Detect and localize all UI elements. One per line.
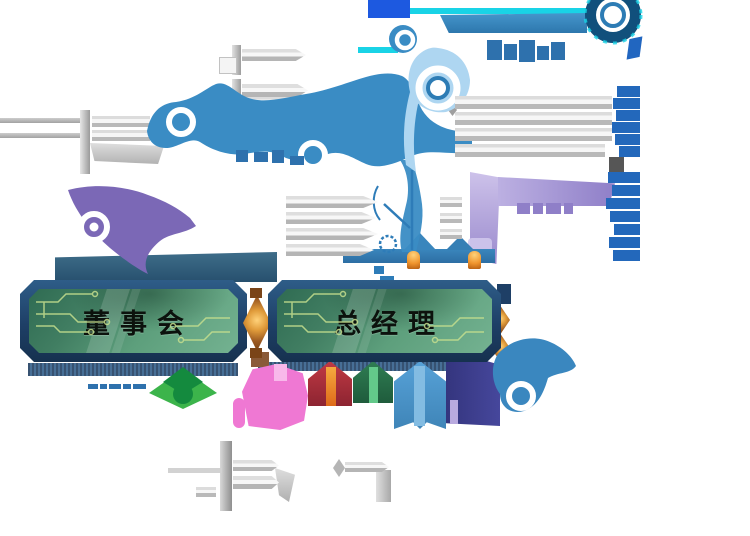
silver-arrow — [242, 49, 306, 61]
blue-text-dash — [88, 384, 98, 389]
board-label: 董事会 — [83, 308, 194, 340]
silver-tail — [275, 468, 295, 502]
cyan-dash — [358, 47, 398, 53]
silver-text-strip — [196, 487, 216, 497]
silver-arrow — [286, 212, 376, 224]
blue-text-dash — [100, 384, 107, 389]
silver-rod — [0, 118, 84, 123]
pale-blue-tail — [403, 92, 420, 172]
purple-text-glyph — [517, 203, 530, 214]
blue-chip — [374, 266, 384, 274]
purple-ribbon-band — [498, 177, 615, 206]
right-text-line — [612, 185, 640, 196]
shelf-peak — [404, 233, 436, 250]
right-text-line — [617, 86, 640, 97]
right-text-line — [610, 211, 640, 222]
pink-tail — [233, 398, 245, 428]
purple-text-glyph — [546, 203, 561, 214]
silver-arrow — [233, 476, 279, 489]
blue-text-glyph — [519, 40, 535, 62]
indigo-stripe — [450, 400, 458, 424]
gray-block — [609, 157, 624, 173]
diamond-nub — [250, 348, 262, 358]
top-blue-band — [440, 13, 587, 33]
white-cube — [219, 57, 237, 74]
banner-board: 董事会 — [20, 280, 247, 362]
silver-arrow — [233, 460, 279, 471]
arrow-chevron-bar — [232, 79, 241, 107]
right-text-line — [613, 250, 640, 261]
arrow-chevron-bar — [80, 110, 90, 174]
red-tab-stripe — [326, 367, 336, 406]
right-text-line — [609, 237, 640, 248]
silver-text-strip — [455, 96, 612, 109]
silver-text-strip — [455, 128, 612, 141]
blue-text-glyph — [504, 44, 517, 60]
band-text-bump — [236, 150, 248, 162]
silver-arrow — [286, 244, 374, 256]
gm-label: 总经理 — [334, 308, 445, 340]
main-blue-band — [147, 73, 472, 167]
orange-cone — [407, 251, 420, 269]
blue-text-glyph — [537, 46, 549, 60]
silver-text-strip — [92, 116, 150, 127]
blue-text-dash — [109, 384, 121, 389]
band-text-bump — [290, 156, 304, 165]
orange-cone — [468, 251, 481, 269]
vivid-blue-square — [368, 0, 410, 18]
diamond-nub — [250, 288, 262, 298]
banner-reflection — [28, 363, 238, 376]
right-text-line — [606, 198, 640, 209]
purple-text-glyph — [533, 203, 543, 214]
cyan-top-strip — [410, 8, 586, 14]
silver-rod — [0, 133, 84, 138]
gray-diamond-chip — [333, 459, 345, 477]
silver-underbar — [242, 97, 312, 106]
right-text-line — [613, 98, 640, 109]
gear-badge-icon — [583, 0, 643, 45]
band-text-bump — [272, 150, 284, 163]
diamond-connector — [243, 295, 271, 351]
silver-text-strip — [455, 112, 612, 125]
silver-text-strip — [440, 197, 462, 207]
silver-text-strip — [92, 130, 150, 141]
blue-text-glyph — [487, 40, 502, 60]
silver-text-strip — [440, 229, 462, 239]
blue-tab-stripe — [414, 366, 425, 426]
right-text-line — [612, 122, 640, 133]
shelf-peak — [446, 236, 474, 250]
silver-arrow — [345, 462, 389, 472]
silver-vert — [376, 470, 391, 502]
silver-arrow — [242, 84, 308, 97]
blue-text-dash — [133, 384, 146, 389]
silver-text-strip — [440, 213, 462, 223]
green-tab-stripe — [369, 367, 378, 403]
right-text-line — [616, 110, 640, 121]
blue-text-dash — [123, 384, 131, 389]
right-text-line — [614, 224, 640, 235]
silver-pole — [220, 441, 232, 511]
silver-arrow — [286, 196, 378, 208]
silver-rod — [168, 468, 222, 473]
silver-arrow — [286, 228, 378, 240]
blue-parallelogram — [626, 36, 643, 60]
right-text-line — [615, 134, 640, 145]
band-text-bump — [254, 152, 268, 162]
banner-gm: 总经理 — [268, 280, 501, 362]
purple-text-glyph — [564, 203, 573, 214]
right-text-line — [608, 172, 640, 183]
silver-block — [90, 143, 164, 164]
diag-connector — [383, 203, 411, 229]
right-text-line — [619, 146, 640, 157]
silver-text-strip — [455, 144, 605, 157]
blue-text-glyph — [551, 42, 565, 60]
steel-band-left — [55, 252, 277, 282]
pink-tab-stripe — [274, 364, 287, 381]
